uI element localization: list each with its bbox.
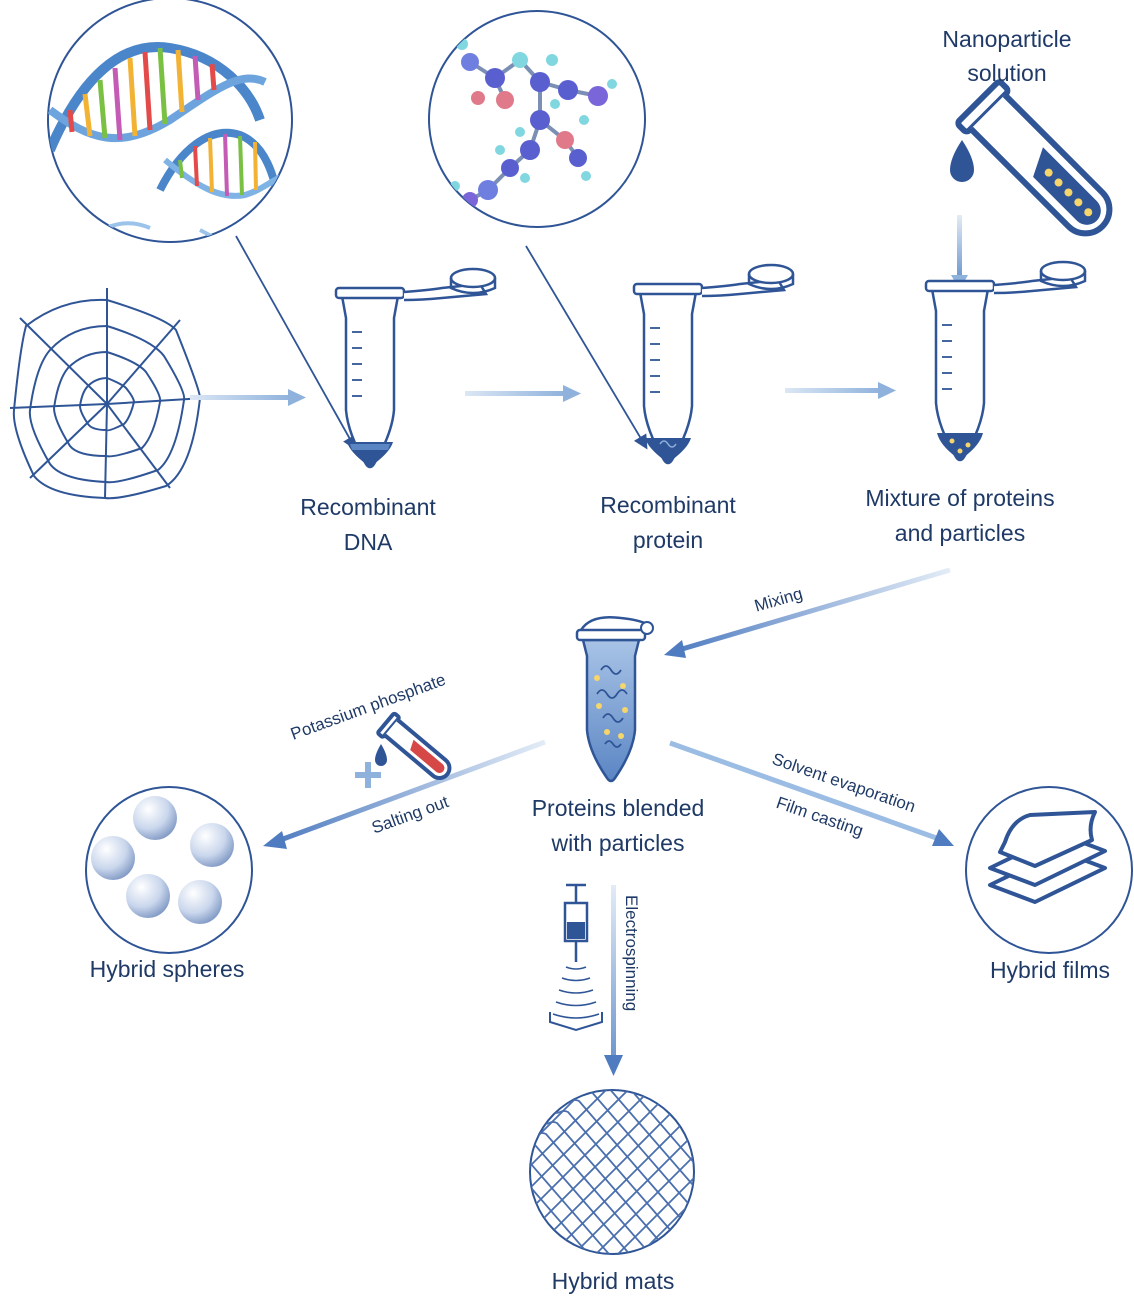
molecule-icon [428,10,646,228]
blended-label-line2: with particles [551,830,685,856]
mesh-fiber [584,1144,694,1254]
mesh-fiber [530,1090,629,1189]
mixture-label-line2: and particles [895,520,1025,546]
mesh-fiber [573,1133,694,1254]
mixing-arrow [664,567,951,658]
recombinant-protein-label: Recombinant [600,492,736,518]
syringe-icon [549,883,603,1032]
salting-out-arrow [263,739,546,849]
hybrid-spheres-label: Hybrid spheres [90,956,245,982]
recombinant-dna-label: Recombinant [300,494,436,520]
dna-to-protein-arrow [465,385,581,402]
mixing-label: Mixing [752,584,804,616]
mesh-fiber [606,1166,694,1254]
phosphate-tube-icon [375,711,452,780]
nanoparticle-to-mixture-arrow [951,215,968,290]
nanoparticle-label: Nanoparticle [942,26,1071,52]
plus-icon [355,762,381,788]
microtube-mixture-icon [924,260,1087,462]
mesh-fiber [540,1100,662,1222]
web-to-dna-arrow [190,389,306,406]
mesh-fiber [530,1090,651,1211]
mesh-fiber [530,1090,618,1178]
mesh-fiber [562,1122,684,1244]
microtube-dna-icon [334,267,497,469]
test-tube-icon [950,79,1113,237]
salting-out-label: Salting out [369,792,451,837]
potassium-phosphate-label: Potassium phosphate [288,670,448,744]
mesh-fiber [595,1155,694,1254]
film-casting-arrow [669,740,954,846]
dna-to-tube-arrow [235,235,357,451]
mixture-label: Mixture of proteins [865,485,1054,511]
recombinant-dna-label-line2: DNA [344,529,393,555]
hybrid-mats-label: Hybrid mats [552,1268,675,1294]
blended-label: Proteins blended [532,795,705,821]
mesh-icon [529,1089,695,1255]
hybrid-films-label: Hybrid films [990,957,1110,983]
dna-helix-icon [47,0,293,243]
protein-to-mixture-arrow [785,382,896,399]
protein-to-tube-arrow [525,245,648,450]
microtube-protein-icon [632,263,795,465]
microtube-blended-icon [575,616,654,783]
spheres-icon [85,786,253,954]
nanoparticle-label-line2: solution [967,60,1046,86]
films-icon [965,786,1133,954]
spider-web-icon [9,288,206,500]
recombinant-protein-label-line2: protein [633,527,703,553]
electrospinning-label: Electrospinning [622,895,641,1011]
mesh-fiber [551,1111,673,1233]
electrospinning-arrow [604,885,623,1076]
film-casting-label: Film casting [774,793,866,840]
